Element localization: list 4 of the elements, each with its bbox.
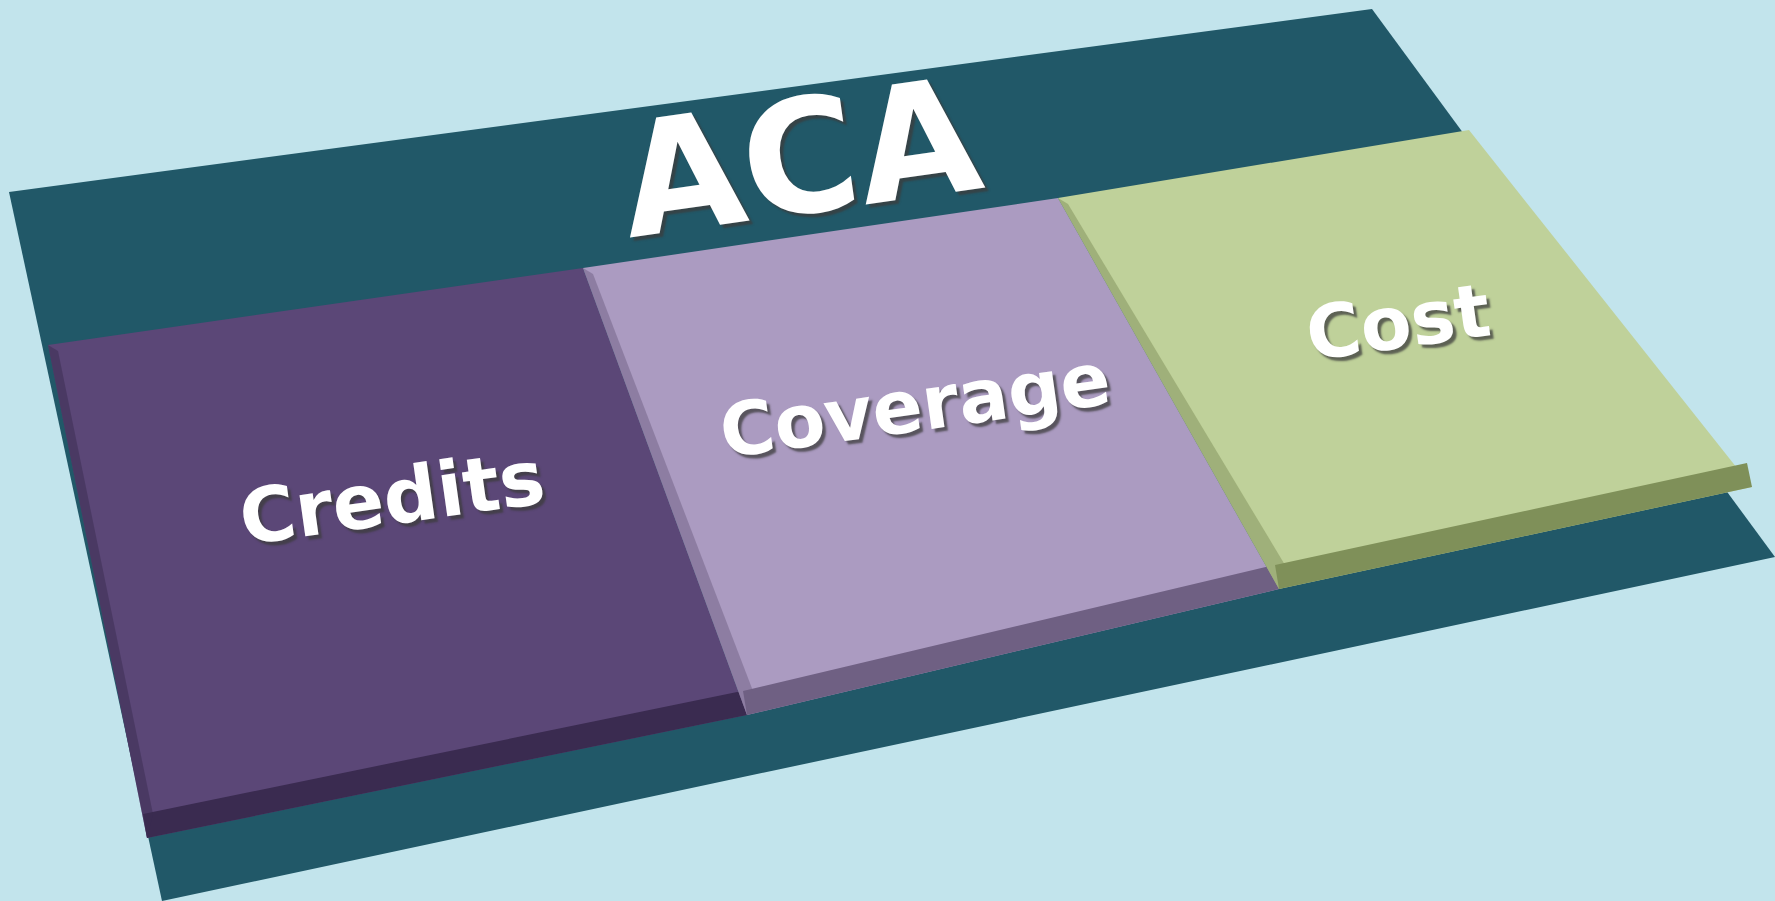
tile-label: Credits [234, 439, 550, 557]
tile-label: Cost [1301, 272, 1495, 372]
tile-label: Coverage [715, 341, 1115, 469]
panel-title: ACA [610, 54, 990, 262]
